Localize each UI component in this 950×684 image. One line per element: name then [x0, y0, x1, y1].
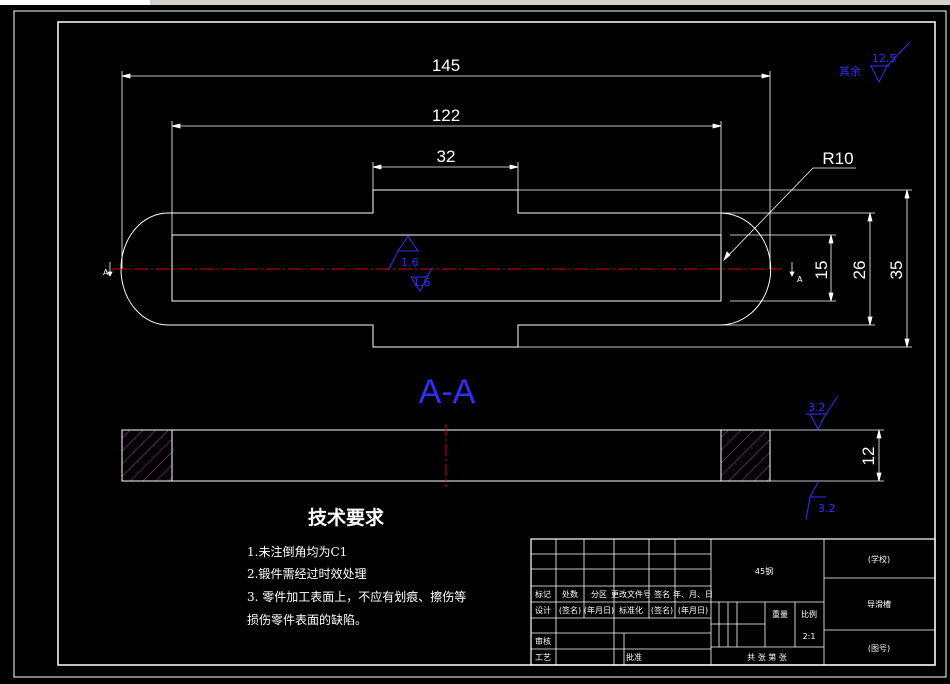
roughness-center	[388, 235, 433, 292]
header-change-doc: 更改文件号	[611, 589, 651, 599]
section-view	[121, 424, 771, 487]
dim-26: 26	[850, 261, 869, 280]
outer-frame	[13, 10, 947, 678]
title-block-design-row: 设计 (签名) (年月日) 标准化 (签名) (年月日)	[535, 605, 708, 615]
horizontal-dimensions	[121, 71, 771, 269]
design-label: 设计	[535, 605, 551, 615]
roughness-side-top: 3.2	[808, 401, 826, 414]
design-date: (年月日)	[584, 605, 614, 615]
dim-r10: R10	[822, 149, 853, 168]
roughness-general-value: 12.5	[872, 52, 897, 65]
dim-12: 12	[859, 447, 878, 466]
dim-35: 35	[887, 261, 906, 280]
title-block-headers: 标记 处数 分区 更改文件号 签名 年、月、日	[535, 589, 713, 599]
inner-slot	[171, 234, 722, 302]
roughness-side-bottom: 3.2	[818, 502, 836, 515]
standardization-date: (年月日)	[678, 605, 708, 615]
requirement-1: 1.未注倒角均为C1	[247, 544, 347, 559]
standardization-label: 标准化	[619, 605, 643, 615]
roughness-center-top: 1.6	[401, 256, 419, 269]
header-signature: 签名	[654, 589, 670, 599]
header-zone: 分区	[591, 590, 607, 599]
header-date: 年、月、日	[673, 589, 713, 599]
process-label: 工艺	[535, 653, 551, 662]
requirements-title: 技术要求	[308, 506, 385, 529]
radius-leader	[723, 167, 856, 262]
dim-122: 122	[432, 106, 460, 125]
vertical-dimensions	[518, 189, 912, 348]
header-count: 处数	[562, 589, 578, 599]
window-top-bar	[0, 0, 950, 5]
title-block-part-name: 导滑槽	[867, 599, 891, 609]
title-block-sheets: 共 张 第 张	[747, 652, 787, 662]
review-label: 审核	[535, 636, 551, 646]
requirement-2: 2.锻件需经过时效处理	[247, 566, 366, 581]
title-block-scale-label: 比例	[801, 609, 817, 619]
roughness-general-prefix: 其余	[839, 64, 861, 78]
section-dimension	[770, 429, 884, 482]
section-marker-left: A	[103, 268, 109, 277]
top-view	[120, 189, 772, 348]
dim-145: 145	[432, 56, 460, 75]
section-markers	[107, 262, 795, 277]
title-block-scale-value: 2:1	[803, 632, 816, 641]
window-tab	[0, 0, 150, 5]
approve-label: 批准	[626, 652, 642, 662]
requirement-3: 3. 零件加工表面上，不应有划痕、擦伤等	[247, 589, 466, 604]
title-block-grid	[530, 538, 936, 666]
title-block-drawing-number: (图号)	[868, 644, 890, 653]
hatch-left	[121, 429, 173, 482]
inner-frame	[57, 21, 936, 666]
design-signature: (签名)	[559, 605, 581, 615]
roughness-side-symbols	[805, 395, 839, 521]
section-label: A-A	[419, 373, 476, 411]
title-block-school: (学校)	[868, 554, 890, 564]
hatch-right	[720, 429, 771, 482]
part-outline	[120, 189, 772, 348]
header-mark: 标记	[535, 589, 551, 599]
dim-15: 15	[812, 261, 831, 280]
roughness-center-bottom: 1.6	[413, 276, 431, 289]
dim-32: 32	[437, 147, 456, 166]
standardization-signature: (签名)	[651, 605, 673, 615]
title-block-weight-label: 重量	[772, 609, 788, 619]
requirement-4: 损伤零件表面的缺陷。	[247, 612, 367, 627]
title-block-material: 45钢	[755, 566, 773, 576]
roughness-general-symbol	[870, 41, 911, 84]
section-marker-right: A	[797, 275, 803, 284]
